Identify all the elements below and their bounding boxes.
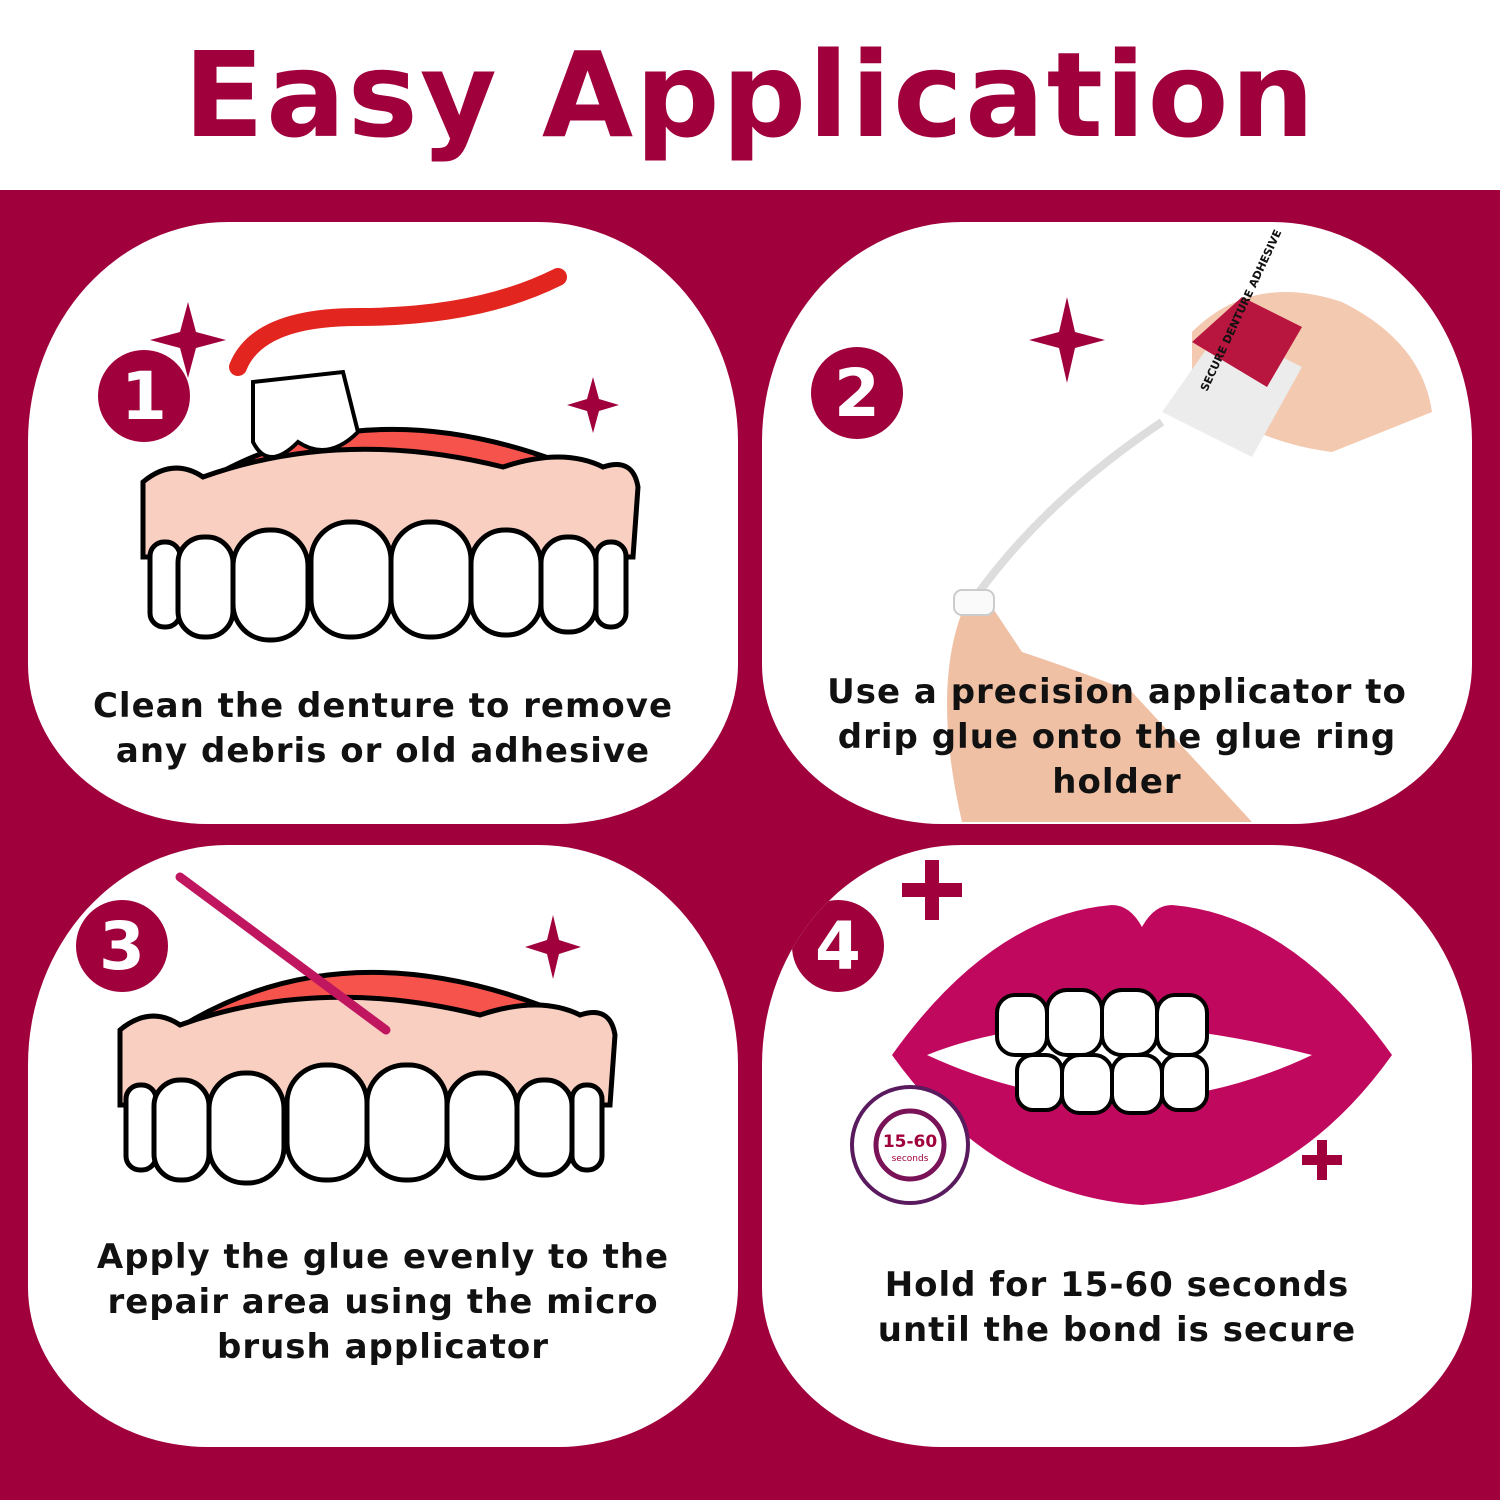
step-2-panel: 2 SECURE DENTURE ADHESIVE Use a precisio… <box>762 222 1472 824</box>
micro-brush-icon <box>175 872 391 1035</box>
sparkle-icon <box>525 915 581 979</box>
timer-unit: seconds <box>892 1154 929 1164</box>
step-number-badge: 3 <box>76 900 168 992</box>
step-1-panel: 1 Clean the denture to remove any debris… <box>28 222 738 824</box>
step-caption: Hold for 15-60 seconds until the bond is… <box>877 1265 1357 1350</box>
step-caption: Use a precision applicator to drip glue … <box>827 672 1407 802</box>
timer-icon: 15-60 seconds <box>850 1085 970 1205</box>
step-3-panel: 3 Apply the glue evenly to the repair ar… <box>28 845 738 1447</box>
sparkle-icon <box>567 377 619 433</box>
plus-icon <box>902 860 962 920</box>
denture-icon <box>140 268 641 643</box>
toothbrush-icon <box>229 268 567 459</box>
step-number-badge: 1 <box>98 350 190 442</box>
lips-icon <box>892 905 1392 1205</box>
glue-bottle-icon: SECURE DENTURE ADHESIVE <box>953 228 1302 616</box>
step-number-badge: 4 <box>792 900 884 992</box>
page-title: Easy Application <box>183 26 1317 164</box>
plus-icon <box>1302 1140 1342 1180</box>
step-caption: Apply the glue evenly to the repair area… <box>96 1237 670 1367</box>
step-caption: Clean the denture to remove any debris o… <box>92 686 673 771</box>
denture-icon <box>117 872 618 1186</box>
step-4-panel: 4 15-60 seconds Hold for 15-60 seconds u… <box>762 845 1472 1447</box>
step-number-badge: 2 <box>811 347 903 439</box>
sparkle-icon <box>1029 297 1105 383</box>
timer-value: 15-60 <box>883 1132 938 1152</box>
sparkle-icon <box>150 302 226 378</box>
